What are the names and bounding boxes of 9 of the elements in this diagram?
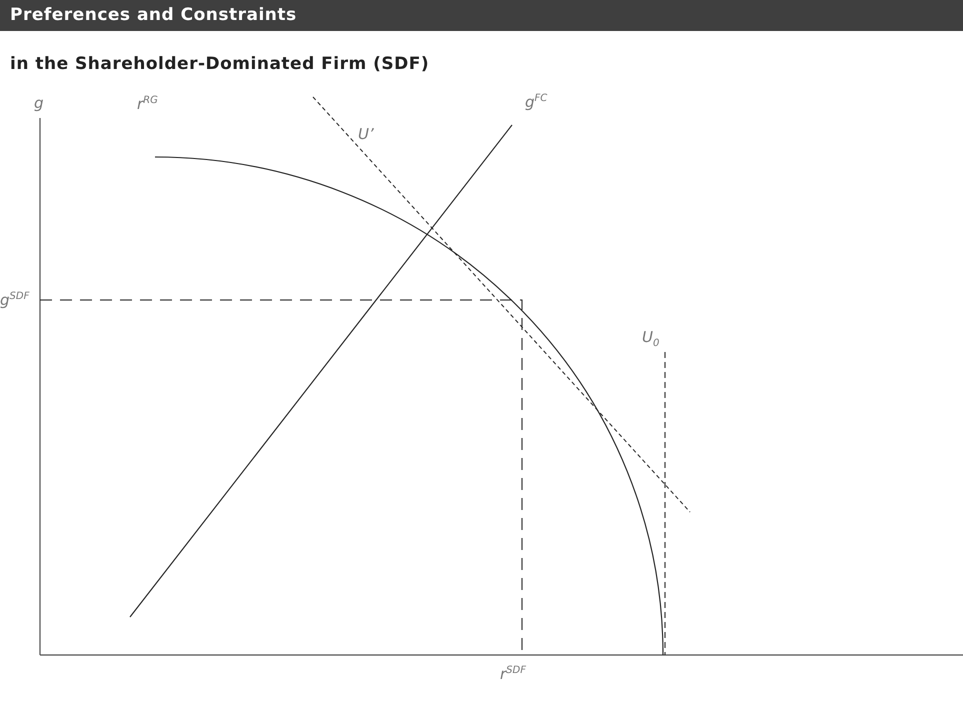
axis-value-label: r$^{SDF}$	[500, 666, 526, 682]
line-label: U$_{0}$	[642, 330, 660, 349]
title-banner: Preferences and Constraints	[0, 0, 963, 31]
subtitle: in the Shareholder-Dominated Firm (SDF)	[10, 56, 430, 73]
axis-value-label: g$^{SDF}$	[0, 292, 30, 308]
line-label: U’	[358, 127, 374, 142]
axis-label: g	[34, 96, 44, 111]
curve-label: r$^{RG}$	[137, 96, 158, 112]
line-label: g$^{FC}$	[525, 94, 548, 110]
